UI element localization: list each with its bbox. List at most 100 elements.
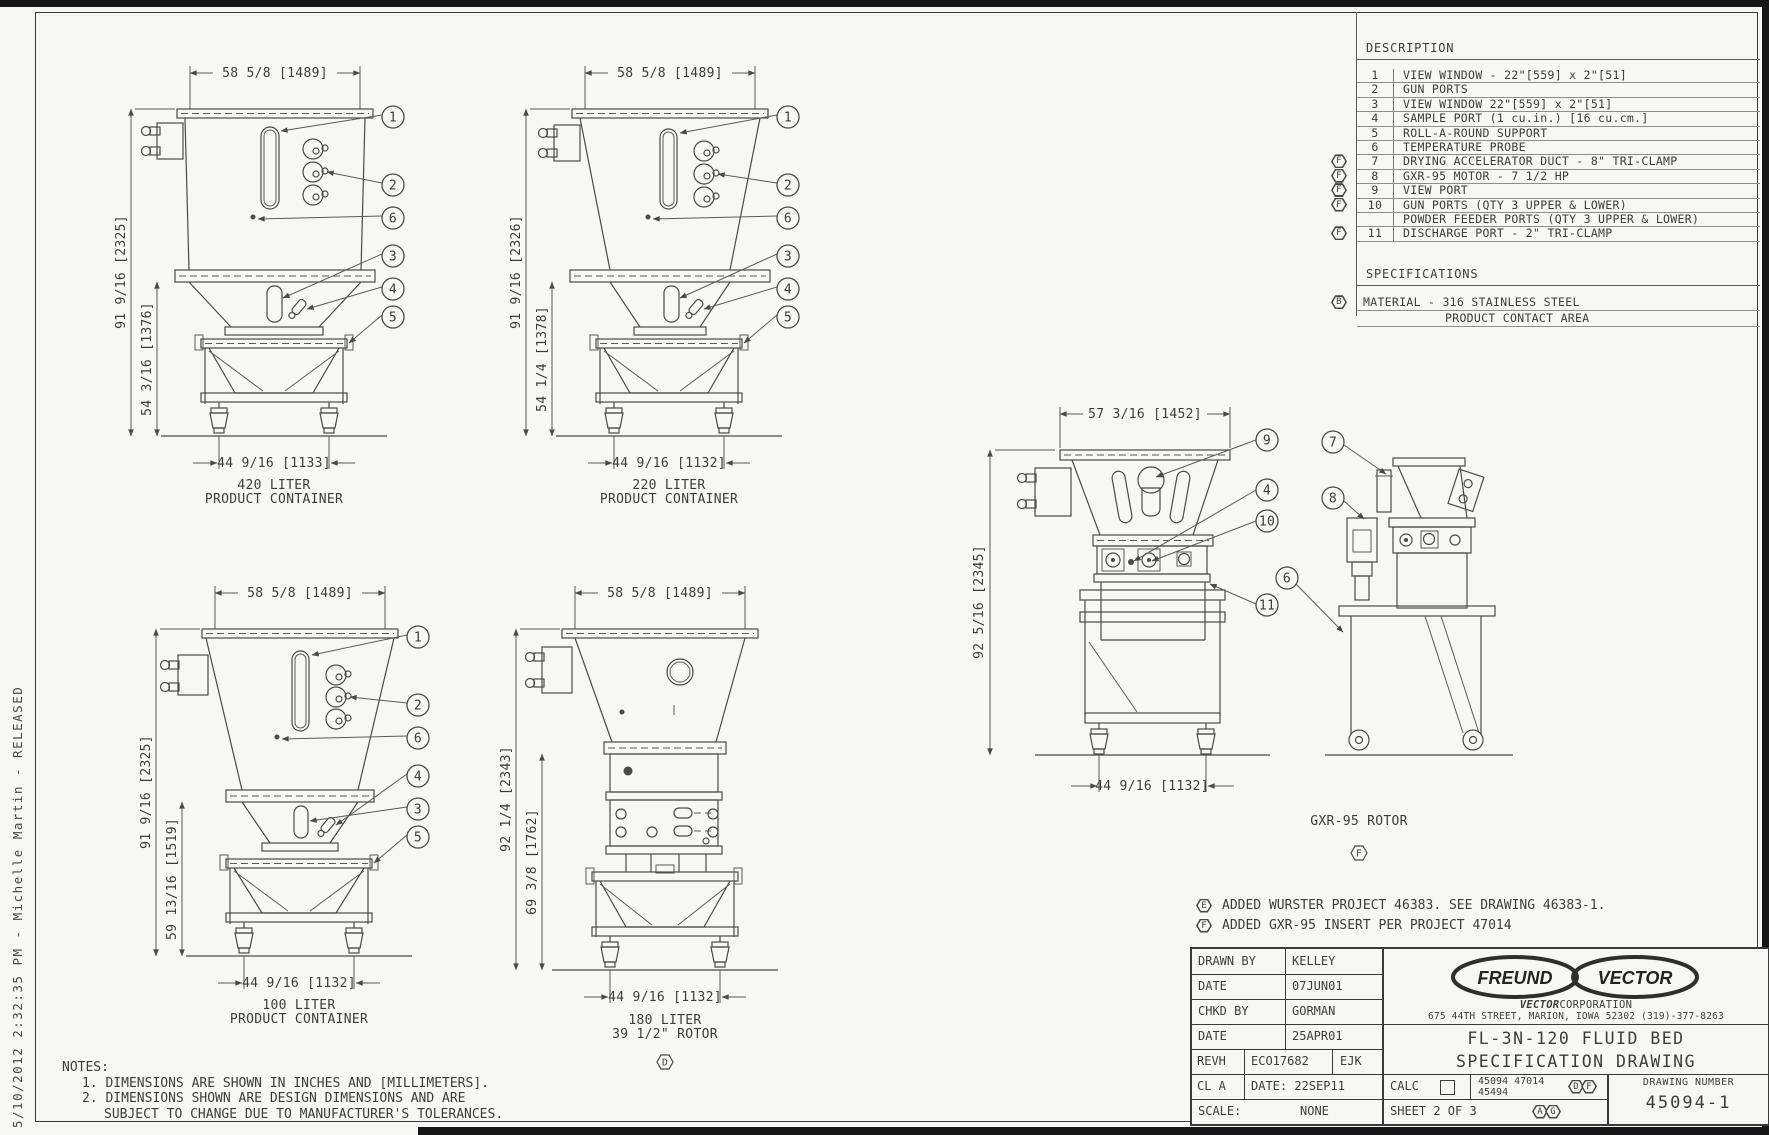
chkd-by-value: GORMAN: [1292, 1004, 1336, 1018]
gxr-side-view: [1325, 457, 1513, 756]
divider: [1607, 1074, 1609, 1124]
drawn-by-value: KELLEY: [1292, 954, 1336, 968]
drawing-420-liter-product-container: 58 5/8 [1489] 91 9/1: [114, 66, 405, 507]
flag-hex-gxr: F: [1350, 845, 1368, 861]
svg-text:54 1/4 [1378]: 54 1/4 [1378]: [535, 306, 550, 412]
svg-text:5: 5: [389, 311, 397, 326]
machine-180: [524, 628, 778, 971]
sheet-info: SHEET 2 OF 3: [1390, 1104, 1477, 1118]
calc-ref-top: 45094 47014: [1478, 1076, 1545, 1087]
svg-text:44 9/16 [1132]: 44 9/16 [1132]: [612, 456, 726, 471]
machine-220: [537, 108, 782, 437]
dim-height-100: 91 9/16 [2325]: [139, 628, 200, 957]
divider: [1192, 1024, 1382, 1026]
note-item: SUBJECT TO CHANGE DUE TO MANUFACTURER'S …: [104, 1106, 504, 1122]
project-title-line2: SPECIFICATION DRAWING: [1455, 1052, 1697, 1071]
dim-inner-100: 59 13/16 [1519]: [165, 801, 185, 957]
dim-inner-180: 69 3/8 [1762]: [525, 753, 545, 971]
svg-text:92 1/4 [2343]: 92 1/4 [2343]: [499, 746, 514, 852]
svg-text:4: 4: [414, 770, 422, 785]
flag-hex-icon: A: [1532, 1104, 1548, 1119]
flag-hex-icon: F: [1331, 197, 1347, 212]
label-420-line2: PRODUCT CONTAINER: [205, 492, 343, 507]
callout-balloons-220: 1 2 6 3 4 5: [776, 105, 800, 329]
svg-text:3: 3: [389, 250, 397, 265]
svg-text:44 9/16 [1132]: 44 9/16 [1132]: [608, 990, 722, 1005]
label-180-line1: 180 LITER: [628, 1013, 701, 1028]
svg-text:44 9/16 [1132]: 44 9/16 [1132]: [1095, 779, 1209, 794]
cla-date: DATE: 22SEP11: [1251, 1079, 1345, 1093]
svg-text:3: 3: [414, 803, 422, 818]
dim-base-420: 44 9/16 [1133]: [193, 436, 355, 471]
svg-text:2: 2: [389, 179, 397, 194]
drawing-border-frame: [35, 12, 1758, 1122]
svg-text:91 9/16 [2325]: 91 9/16 [2325]: [139, 735, 154, 849]
svg-text:10: 10: [1259, 515, 1275, 530]
revh-eco: ECO17682: [1251, 1054, 1309, 1068]
drawing-gxr-95-rotor: 57 3/16 [1452]: [972, 407, 1513, 861]
notes-block: NOTES: 1. DIMENSIONS ARE SHOWN IN INCHES…: [62, 1060, 503, 1122]
svg-text:2: 2: [784, 179, 792, 194]
divider: [1382, 1024, 1768, 1026]
svg-text:5: 5: [784, 311, 792, 326]
date1-value: 07JUN01: [1292, 979, 1343, 993]
dim-inner-420: 54 3/16 [1376]: [140, 281, 160, 437]
scan-edge-bottom: [418, 1127, 1769, 1135]
leader-lines-220: [652, 114, 778, 344]
svg-text:5: 5: [414, 831, 422, 846]
drawn-by-label: DRAWN BY: [1198, 954, 1256, 968]
svg-text:58 5/8 [1489]: 58 5/8 [1489]: [607, 586, 713, 601]
calc-checkbox: [1440, 1080, 1455, 1095]
specification-area-row: PRODUCT CONTACT AREA: [1357, 311, 1760, 327]
leader-lines-420: [257, 114, 383, 344]
svg-text:FREUND: FREUND: [1478, 968, 1553, 988]
divider: [1192, 974, 1382, 976]
flag-hex-icon: B: [1331, 295, 1347, 310]
drawing-number: 45094-1: [1645, 1093, 1732, 1113]
scan-edge-right: [1762, 0, 1769, 1135]
scale-label: SCALE:: [1198, 1104, 1242, 1118]
svg-text:92 5/16 [2345]: 92 5/16 [2345]: [972, 545, 987, 659]
description-table-left-border: [1356, 12, 1357, 316]
drawing-180-liter-rotor: 58 5/8 [1489]: [499, 586, 778, 1070]
svg-text:4: 4: [784, 283, 792, 298]
svg-text:11: 11: [1259, 599, 1275, 614]
label-220-line1: 220 LITER: [632, 478, 705, 493]
dim-height-180: 92 1/4 [2343]: [499, 628, 560, 971]
specification-material-row: B MATERIAL - 316 STAINLESS STEEL: [1331, 295, 1760, 311]
svg-text:4: 4: [1263, 484, 1271, 499]
note-item: 1. DIMENSIONS ARE SHOWN IN INCHES AND [M…: [82, 1075, 489, 1091]
description-table-title: DESCRIPTION: [1357, 40, 1760, 60]
dim-width-gxr: 57 3/16 [1452]: [1059, 407, 1231, 448]
svg-text:58 5/8 [1489]: 58 5/8 [1489]: [247, 586, 353, 601]
machine-100: [159, 628, 412, 957]
dim-width-420: 58 5/8 [1489]: [189, 66, 361, 109]
callout-balloons-420: 1 2 6 3 4 5: [381, 105, 405, 329]
svg-text:69 3/8 [1762]: 69 3/8 [1762]: [525, 809, 540, 915]
date1-label: DATE: [1198, 979, 1227, 993]
date2-label: DATE: [1198, 1029, 1227, 1043]
divider: [1470, 1074, 1472, 1099]
gxr-side-callouts: 7 8: [1321, 430, 1345, 510]
svg-text:1: 1: [414, 631, 422, 646]
scale-value: NONE: [1300, 1104, 1329, 1118]
date2-value: 25APR01: [1292, 1029, 1343, 1043]
dim-base-220: 44 9/16 [1132]: [588, 436, 750, 471]
description-row: POWDER FEEDER PORTS (QTY 3 UPPER & LOWER…: [1357, 212, 1760, 228]
dim-inner-220: 54 1/4 [1378]: [535, 281, 555, 437]
divider: [1285, 949, 1287, 1049]
gxr-front-callouts: 9 4 10 11 6: [1255, 428, 1299, 617]
drawing-220-liter-product-container: 58 5/8 [1489] 91 9/1: [509, 66, 800, 507]
divider: [1244, 1049, 1246, 1099]
scan-edge-top: [0, 0, 1769, 7]
gxr-front-view: [1016, 449, 1270, 756]
divider: [1192, 1074, 1382, 1076]
